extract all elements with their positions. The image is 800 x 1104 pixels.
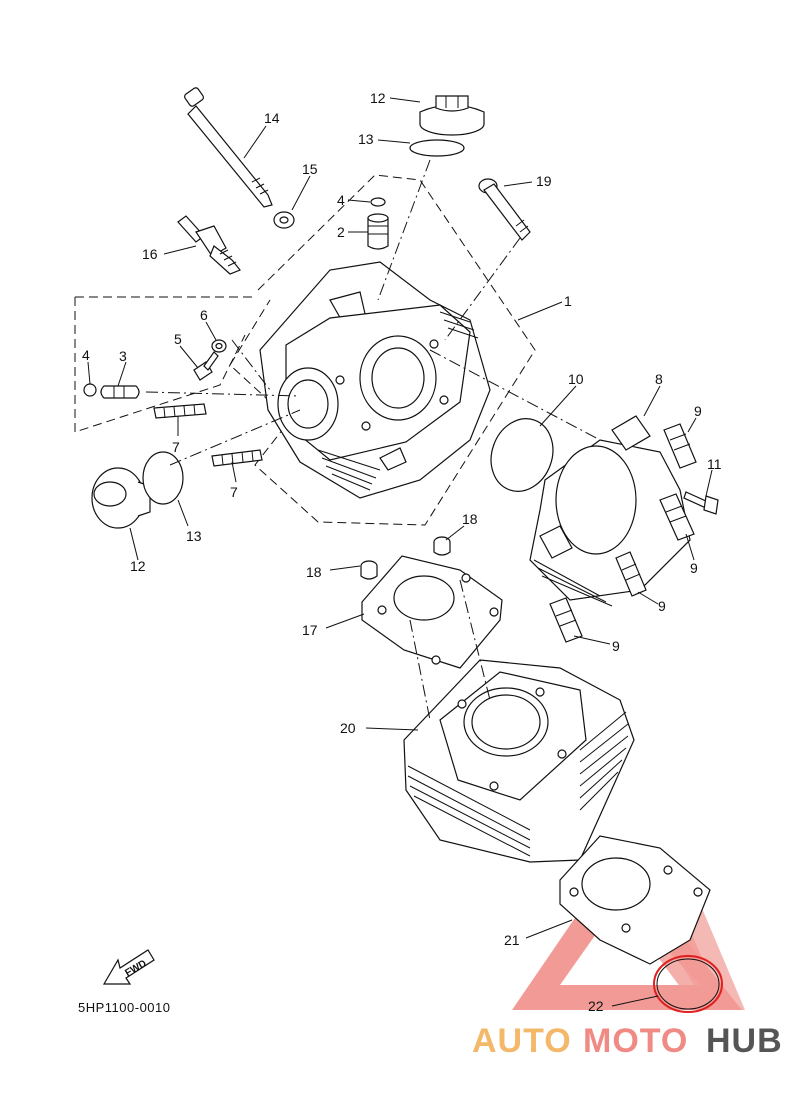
logo-triangle-shape — [512, 855, 742, 1010]
callout-7-upper: 7 — [172, 439, 180, 455]
callout-18-right: 18 — [462, 511, 478, 527]
part-10-gasket-ring — [490, 418, 554, 492]
assembly-axis-lines — [145, 159, 601, 721]
callout-9-b: 9 — [690, 560, 698, 576]
callout-4-top: 4 — [337, 192, 345, 208]
part-9-rubber-block-3 — [615, 551, 647, 597]
part-6-washer — [211, 339, 227, 353]
callout-labels: 12 13 14 15 4 2 19 16 1 6 5 3 4 7 7 10 8… — [82, 90, 722, 1014]
part-13-top-o-ring — [409, 139, 465, 157]
part-7-stud-upper — [153, 403, 207, 419]
callout-21: 21 — [504, 932, 520, 948]
part-21-base-gasket — [559, 835, 711, 965]
part-14-long-bolt — [184, 87, 273, 208]
part-3-valve-guide — [100, 385, 140, 399]
valve-area-dashed-outline — [74, 296, 255, 433]
part-9-rubber-block-2 — [659, 493, 695, 541]
part-19-bolt — [478, 178, 531, 241]
callout-10: 10 — [568, 371, 584, 387]
part-13-left-o-ring — [142, 451, 184, 505]
cylinder-head-dashed-outline — [229, 174, 536, 526]
part-22-o-ring-inner — [656, 958, 720, 1010]
callout-4-left: 4 — [82, 347, 90, 363]
part-16-spark-plug — [177, 215, 241, 275]
part-4-left-clip — [83, 383, 97, 397]
part-22-o-ring — [653, 955, 723, 1013]
callout-2: 2 — [337, 224, 345, 240]
callout-22: 22 — [588, 998, 604, 1014]
callout-9-c: 9 — [658, 598, 666, 614]
part-11-bolt — [683, 491, 719, 515]
part-18-dowel-left — [360, 560, 378, 580]
callout-12-top: 12 — [370, 90, 386, 106]
callout-13-top: 13 — [358, 131, 374, 147]
watermark-hub: HUB — [706, 1022, 783, 1060]
fwd-label: FWD — [123, 958, 148, 979]
diagram-code: 5HP1100-0010 — [78, 1000, 171, 1015]
callout-17: 17 — [302, 622, 318, 638]
callout-5: 5 — [174, 331, 182, 347]
watermark-text: AUTO MOTO HUB — [472, 1022, 783, 1060]
callout-13-left: 13 — [186, 528, 202, 544]
part-7-stud-lower — [211, 449, 263, 467]
callout-19: 19 — [536, 173, 552, 189]
forward-arrow: FWD — [102, 949, 155, 985]
part-15-washer — [273, 211, 295, 229]
callout-1: 1 — [564, 293, 572, 309]
callout-15: 15 — [302, 161, 318, 177]
callout-7-lower: 7 — [230, 484, 238, 500]
part-4-top-clip — [370, 197, 386, 207]
callout-12-left: 12 — [130, 558, 146, 574]
watermark-moto: MOTO — [583, 1022, 688, 1060]
part-1-cylinder-head — [259, 261, 491, 499]
callout-6: 6 — [200, 307, 208, 323]
part-20-cylinder-block — [403, 659, 635, 863]
callout-16: 16 — [142, 246, 158, 262]
part-12-top-cap — [419, 95, 485, 136]
assembly-outline-dashes — [74, 174, 536, 526]
callout-3: 3 — [119, 348, 127, 364]
part-8-manifold — [529, 415, 691, 607]
callout-9-a: 9 — [694, 403, 702, 419]
leader-lines — [87, 97, 713, 1007]
callout-14: 14 — [264, 110, 280, 126]
watermark-auto: AUTO — [472, 1022, 572, 1060]
part-9-rubber-block-1 — [663, 423, 697, 469]
callout-11: 11 — [707, 456, 722, 472]
part-12-left-cap — [91, 467, 151, 529]
callout-20: 20 — [340, 720, 356, 736]
callout-18-left: 18 — [306, 564, 322, 580]
part-5-bolt — [193, 351, 219, 381]
part-9-rubber-block-4 — [549, 597, 583, 643]
part-17-head-gasket — [361, 555, 503, 669]
callout-9-d: 9 — [612, 638, 620, 654]
part-2-valve-guide — [367, 213, 389, 250]
callout-8: 8 — [655, 371, 663, 387]
part-18-dowel-right — [433, 536, 451, 556]
